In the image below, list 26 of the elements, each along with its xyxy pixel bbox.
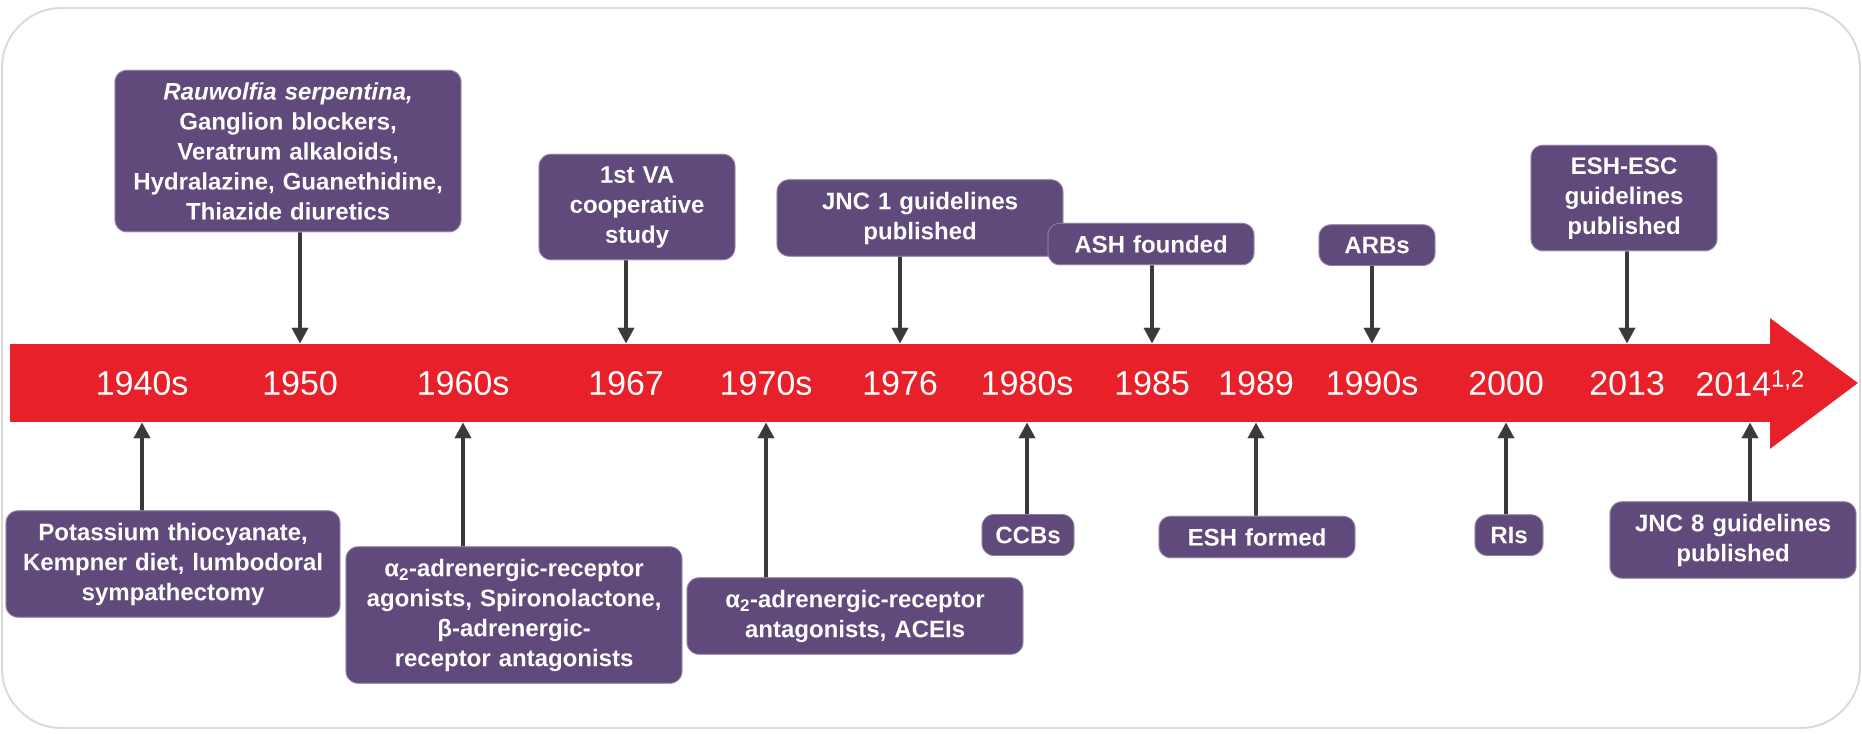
- year-label: 1940s: [98, 370, 188, 396]
- event-box: JNC 8 guidelines published: [1609, 501, 1857, 579]
- event-box: JNC 1 guidelines published: [776, 179, 1064, 257]
- year-label: 2014$^{1,2}$: [1697, 370, 1803, 396]
- event-box: ESH-ESC guidelines published: [1530, 144, 1718, 252]
- event-box: RIs: [1474, 514, 1544, 556]
- year-label: 2000: [1469, 370, 1543, 396]
- event-box: 1st VA cooperative study: [538, 153, 736, 261]
- event-box: α$_{2}$-adrenergic-receptor antagonists, ACEIs: [686, 577, 1024, 655]
- event-box: α$_{2}$-adrenergic-receptor agonists, Spironolactone, β-adrenergic-receptor antagonists: [345, 546, 683, 684]
- year-label: 1967: [590, 370, 663, 396]
- year-label: 1950: [264, 370, 337, 396]
- event-box: ESH formed: [1158, 515, 1356, 559]
- event-box: CCBs: [981, 514, 1075, 556]
- year-label: 2013: [1590, 370, 1664, 396]
- year-label: 1985: [1116, 370, 1189, 396]
- year-label: 1960s: [419, 370, 509, 396]
- event-box: ARBs: [1318, 224, 1436, 266]
- year-label: 1976: [864, 370, 937, 396]
- year-label: 1980s: [983, 370, 1073, 396]
- event-box: Potassium thiocyanate, Kempner diet, lumbodoral sympathectomy: [5, 510, 341, 618]
- year-label: 1989: [1220, 370, 1293, 396]
- event-box: ASH founded: [1047, 222, 1255, 266]
- event-box: Rauwolfia serpentina, Ganglion blockers, Veratrum alkaloids, Hydralazine, Guanethidine, Thiazide diuretics: [114, 69, 462, 233]
- year-label: 1970s: [722, 370, 812, 396]
- year-label: 1990s: [1328, 370, 1418, 396]
